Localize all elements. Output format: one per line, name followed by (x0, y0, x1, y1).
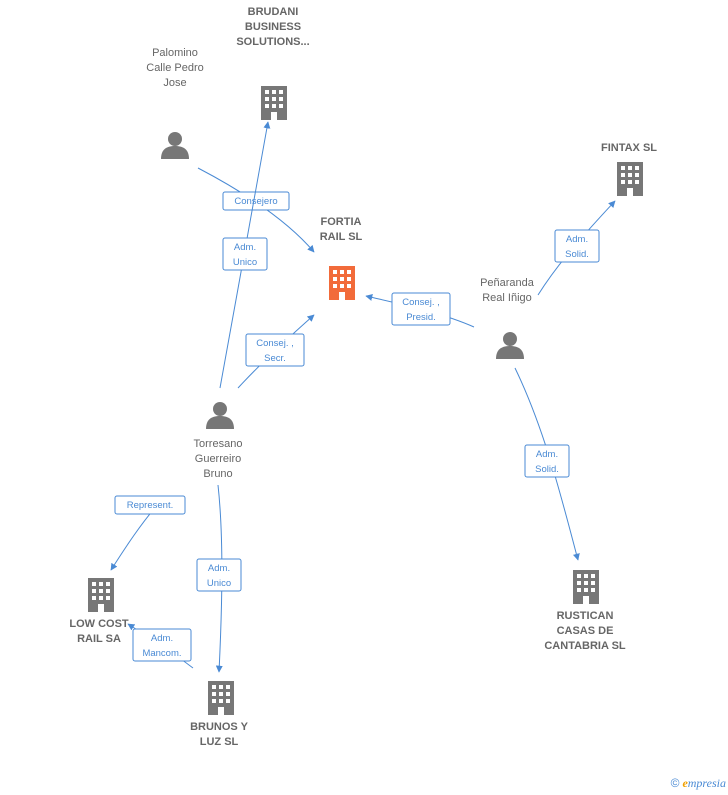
relationship-label-text: Unico (233, 257, 257, 268)
relationship-label-box (222, 191, 290, 211)
relationship-label-text: Solid. (565, 249, 589, 260)
node-label: FINTAX SL (601, 142, 657, 154)
node-brudani[interactable]: BRUDANI BUSINESS SOLUTIONS... (236, 6, 310, 120)
edge-penaranda-to-fortia: Consej. , Presid. (365, 292, 475, 328)
node-label: CANTABRIA SL (544, 640, 626, 652)
edge-torresano-to-brudani: Adm. Unico (219, 121, 271, 389)
relationship-label-box (196, 558, 242, 592)
node-label: CASAS DE (557, 625, 614, 637)
edge-torresano-to-lowcost: Represent. (110, 495, 186, 571)
node-label: Jose (163, 77, 186, 89)
relationship-label-box (222, 237, 268, 271)
building-icon (208, 681, 234, 715)
person-icon (161, 132, 189, 159)
relationship-label[interactable]: Consej. , Presid. (391, 292, 451, 326)
relationship-label-box (524, 444, 570, 478)
edge-torresano-to-fortia: Consej. , Secr. (237, 314, 315, 389)
building-icon (329, 266, 355, 300)
relationship-label[interactable]: Consej. , Secr. (245, 333, 305, 367)
relationship-label-box (245, 333, 305, 367)
relationship-label[interactable]: Represent. (114, 495, 186, 515)
relationship-label-box (114, 495, 186, 515)
relationship-label[interactable]: Adm. Solid. (524, 444, 570, 478)
node-label: Palomino (152, 47, 198, 59)
relationship-label-text: Adm. (208, 563, 230, 574)
relationship-label-text: Adm. (151, 633, 173, 644)
relationship-label-text: Adm. (566, 234, 588, 245)
relationship-label-text: Mancom. (142, 648, 181, 659)
relationship-label[interactable]: Adm. Unico (196, 558, 242, 592)
relationship-label-text: Consejero (234, 196, 277, 207)
brand-initial: e (682, 776, 688, 790)
copyright-icon: © (670, 776, 680, 790)
nodes-layer: FORTIA RAIL SL BRUDANI BUSINESS SOLUTIONS...… (69, 6, 657, 748)
relationship-label-text: Solid. (535, 464, 559, 475)
node-lowcost[interactable]: LOW COST RAIL SA (69, 578, 129, 645)
building-icon (617, 162, 643, 196)
node-label: RUSTICAN (557, 610, 614, 622)
edge-palomino-to-fortia: Consejero (197, 167, 315, 253)
node-label: RAIL SA (77, 633, 121, 645)
node-label: Peñaranda (480, 277, 535, 289)
relationship-label-box (132, 628, 192, 662)
relationship-label-text: Represent. (127, 500, 173, 511)
node-label: RAIL SL (320, 231, 363, 243)
brand-name: mpresia (687, 776, 726, 790)
relationship-label-text: Secr. (264, 353, 286, 364)
relationship-label-text: Consej. , (256, 338, 294, 349)
node-label: LOW COST (69, 618, 129, 630)
relationship-label-text: Adm. (234, 242, 256, 253)
node-label: Guerreiro (195, 453, 241, 465)
node-label: Torresano (194, 438, 243, 450)
edge-torresano-to-brunos: Adm. Unico (196, 484, 242, 673)
building-icon (573, 570, 599, 604)
relationship-label-text: Consej. , (402, 297, 440, 308)
node-label: Real Iñigo (482, 292, 532, 304)
node-label: FORTIA (321, 216, 362, 228)
edge-penaranda-to-rustican: Adm. Solid. (514, 367, 580, 561)
person-icon (496, 332, 524, 359)
edge-brunos-to-lowcost: Adm. Mancom. (127, 623, 194, 669)
building-icon (261, 86, 287, 120)
node-label: LUZ SL (200, 736, 239, 748)
node-label: SOLUTIONS... (236, 36, 309, 48)
node-label: Bruno (203, 468, 232, 480)
building-icon (88, 578, 114, 612)
node-label: BRUDANI (248, 6, 299, 18)
relationship-label[interactable]: Consejero (222, 191, 290, 211)
relationship-label[interactable]: Adm. Unico (222, 237, 268, 271)
node-fintax[interactable]: FINTAX SL (601, 142, 657, 196)
empresia-logo[interactable]: ©empresia (671, 776, 726, 791)
relationship-label[interactable]: Adm. Solid. (554, 229, 600, 263)
relationship-label-box (391, 292, 451, 326)
relationship-label-text: Adm. (536, 449, 558, 460)
node-label: Calle Pedro (146, 62, 203, 74)
node-label: BUSINESS (245, 21, 301, 33)
edge-penaranda-to-fintax: Adm. Solid. (537, 200, 616, 296)
person-icon (206, 402, 234, 429)
node-fortia[interactable]: FORTIA RAIL SL (320, 216, 363, 300)
node-rustican[interactable]: RUSTICAN CASAS DE CANTABRIA SL (544, 570, 626, 652)
relationship-label-text: Presid. (406, 312, 436, 323)
relationship-label-box (554, 229, 600, 263)
node-brunos[interactable]: BRUNOS Y LUZ SL (190, 681, 249, 748)
relationship-label[interactable]: Adm. Mancom. (132, 628, 192, 662)
relationship-label-text: Unico (207, 578, 231, 589)
node-label: BRUNOS Y (190, 721, 249, 733)
